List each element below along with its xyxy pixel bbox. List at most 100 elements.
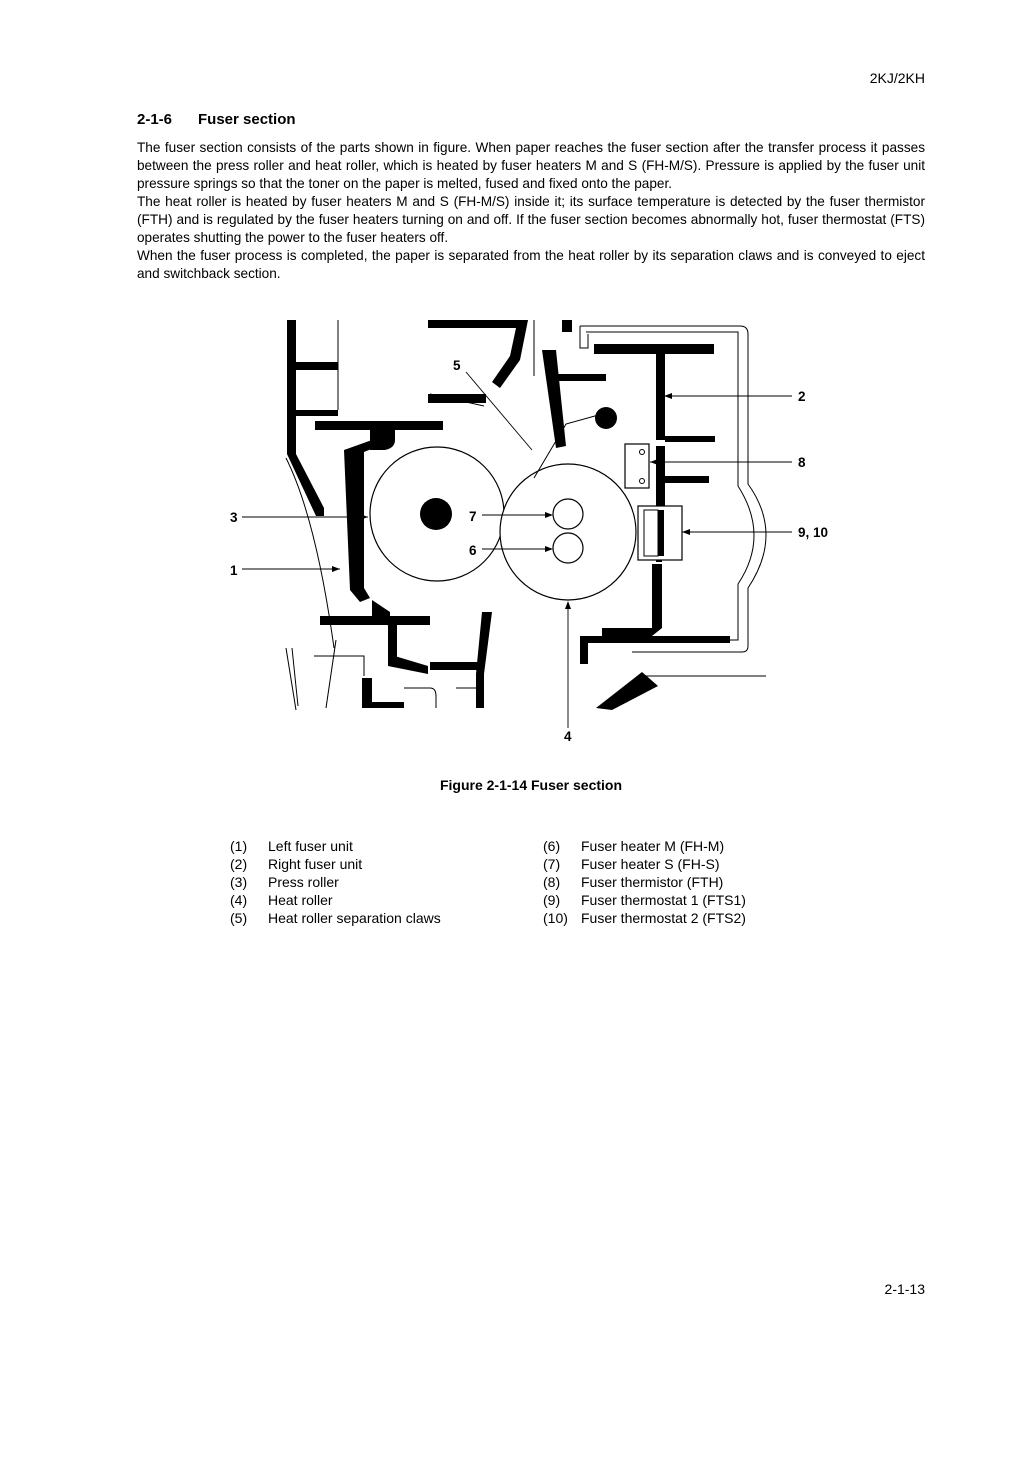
legend-label: Fuser thermostat 1 (FTS1) [581, 892, 746, 908]
right-unit-base-leg [580, 636, 588, 664]
callout-9-10: 9, 10 [798, 525, 828, 540]
document-code: 2KJ/2KH [869, 70, 925, 86]
top-small-block [562, 320, 572, 332]
lower-bracket [372, 600, 390, 626]
legend-label: Fuser thermostat 2 (FTS2) [581, 910, 746, 926]
legend-index: (8) [543, 874, 561, 890]
callout-1: 1 [230, 563, 238, 578]
base-right-outline [404, 687, 437, 708]
legend-item: (1) Left fuser unit [230, 837, 441, 855]
legend-index: (4) [230, 892, 248, 908]
section-number: 2-1-6 [137, 111, 173, 128]
right-unit-lower-vertical [656, 446, 665, 508]
legend-label: Fuser heater S (FH-S) [581, 856, 720, 872]
fuser-thermostat-band [658, 510, 664, 556]
callout-6: 6 [469, 543, 477, 558]
legend-index: (10) [543, 910, 568, 926]
fuser-heater-s [552, 498, 584, 530]
arrow-8 [650, 459, 658, 465]
lower-bar [430, 662, 480, 670]
top-center-thin [429, 393, 485, 407]
left-frame-vertical [287, 320, 296, 454]
separation-claw [533, 413, 603, 479]
upper-guide-left [428, 320, 528, 388]
legend-index: (6) [543, 838, 561, 854]
thermistor-hole-top [639, 449, 645, 455]
legend-label: Right fuser unit [268, 856, 363, 872]
left-edge-thin [285, 647, 297, 711]
callout-2: 2 [798, 389, 806, 404]
arrow-2 [664, 393, 672, 399]
legend-label: Heat roller [268, 892, 333, 908]
legend-item: (2) Right fuser unit [230, 855, 441, 873]
lower-post [388, 624, 397, 664]
legend-label: Left fuser unit [268, 838, 353, 854]
legend-right-column: (6) Fuser heater M (FH-M) (7) Fuser heater… [543, 837, 746, 927]
left-frame-bar-1 [296, 362, 338, 370]
legend-label: Press roller [268, 874, 339, 890]
left-frame-bar-2 [296, 410, 338, 416]
housing-inner [586, 331, 755, 641]
figure-caption: Figure 2-1-14 Fuser section [439, 777, 623, 793]
right-unit-mid-bar [665, 436, 715, 442]
legend-item: (5) Heat roller separation claws [230, 909, 441, 927]
legend-label: Fuser heater M (FH-M) [581, 838, 725, 854]
legend-item: (6) Fuser heater M (FH-M) [543, 837, 746, 855]
legend-item: (10) Fuser thermostat 2 (FTS2) [543, 909, 746, 927]
diagram-svg: 2 8 9, 10 3 1 7 6 5 4 [230, 320, 828, 744]
legend-item: (7) Fuser heater S (FH-S) [543, 855, 746, 873]
right-unit-vertical [656, 354, 665, 440]
callout-7: 7 [469, 509, 477, 524]
section-title: Fuser section [198, 111, 296, 128]
paragraph-3: When the fuser process is completed, the… [137, 248, 925, 281]
legend-item: (8) Fuser thermistor (FTH) [543, 873, 746, 891]
legend-index: (7) [543, 856, 561, 872]
legend-label: Fuser thermistor (FTH) [581, 874, 724, 890]
claw-arm-bar [550, 374, 606, 381]
paragraph-2: The heat roller is heated by fuser heate… [137, 194, 925, 245]
callout-8: 8 [798, 455, 806, 470]
arrow-6 [545, 546, 553, 552]
separation-claw-arm [542, 350, 566, 448]
right-unit-shelf [665, 476, 709, 483]
claw-pivot [595, 407, 617, 429]
left-lower-leg [291, 647, 299, 707]
base-outline [314, 655, 365, 676]
arrow-7 [545, 512, 553, 518]
callout-5: 5 [453, 358, 461, 373]
fuser-heater-m [552, 532, 584, 564]
press-roller-shaft [420, 498, 452, 530]
section-heading: 2-1-6 Fuser section [137, 111, 296, 128]
right-unit-top-bar [594, 344, 714, 354]
lower-right-leg [476, 612, 492, 708]
fuser-thermistor [624, 443, 650, 489]
right-unit-bottom-frame [602, 564, 662, 636]
base-bar [362, 702, 404, 708]
legend-item: (3)Press roller [230, 873, 441, 891]
upper-guide-bottom [428, 394, 486, 403]
legend-left-column: (1) Left fuser unit (2) Right fuser unit (… [230, 837, 441, 927]
fuser-section-diagram: 2 8 9, 10 3 1 7 6 5 4 [220, 318, 840, 750]
base-post [362, 678, 372, 708]
left-diagonal-plate [287, 454, 324, 516]
left-guide-curve [285, 457, 335, 649]
arrow-910 [682, 529, 690, 535]
left-base-leg [325, 639, 337, 709]
legend-index: (5) [230, 910, 248, 926]
legend-label: Heat roller separation claws [268, 910, 441, 926]
legend-index: (2) [230, 856, 248, 872]
upper-left-plate [315, 421, 443, 430]
legend-item: (9)Fuser thermostat 1 (FTS1) [543, 891, 746, 909]
legend-index: (1) [230, 838, 248, 854]
section-body: The fuser section consists of the parts … [137, 139, 925, 283]
paragraph-1: The fuser section consists of the parts … [137, 140, 925, 191]
arrow-3 [360, 514, 368, 520]
heat-roller [499, 463, 637, 601]
thermistor-hole-bottom [639, 478, 645, 484]
page-number: 2-1-13 [884, 1281, 925, 1297]
legend-item: (4) Heat roller [230, 891, 441, 909]
arrow-1 [332, 566, 340, 572]
lower-link [388, 654, 428, 674]
callout-4: 4 [564, 729, 572, 744]
left-fuser-unit-frame [344, 440, 384, 602]
